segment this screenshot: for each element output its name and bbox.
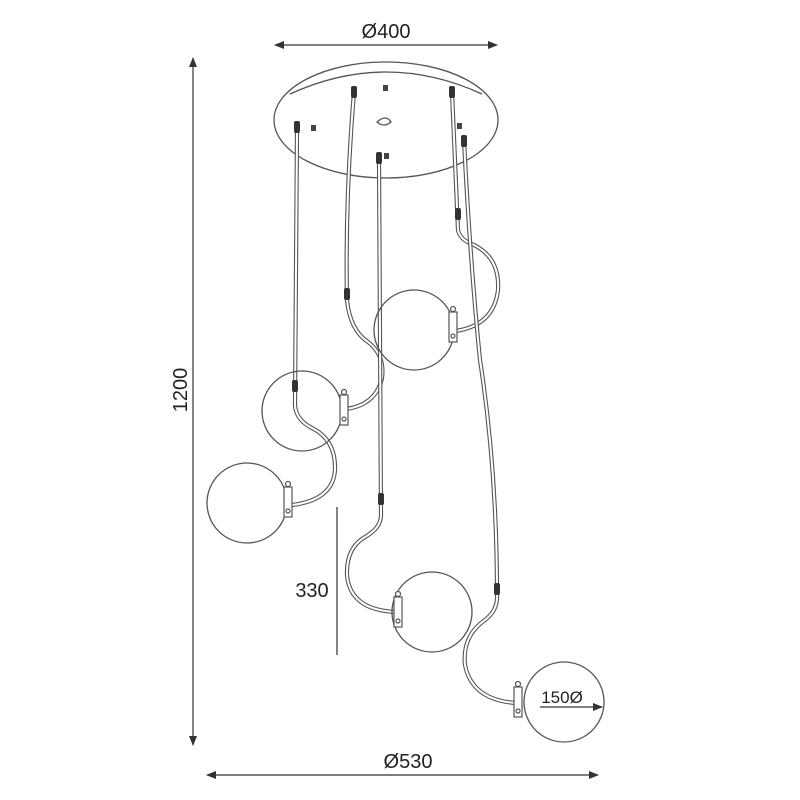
cables xyxy=(289,86,519,706)
canopy-diameter-label: Ø400 xyxy=(362,21,411,43)
dimension-height: 1200 xyxy=(170,57,197,746)
globe xyxy=(391,571,473,653)
globe-holders xyxy=(283,305,523,718)
ceiling-canopy xyxy=(273,61,499,179)
globe xyxy=(523,661,605,743)
cable-c xyxy=(344,157,399,615)
hook-height-label: 330 xyxy=(295,580,328,602)
dimension-hook-height: 330 xyxy=(295,507,338,655)
globe xyxy=(261,370,343,452)
cable-e xyxy=(461,137,519,706)
cable-a xyxy=(289,127,338,508)
dimension-globe: 150Ø xyxy=(540,688,603,711)
globe xyxy=(373,289,455,371)
globes xyxy=(206,289,605,743)
overall-diameter-label: Ø530 xyxy=(384,751,433,773)
cable-sleeves xyxy=(292,86,500,595)
cable-d xyxy=(449,89,501,334)
cable-b xyxy=(343,89,385,412)
dimension-overall: Ø530 xyxy=(206,751,599,779)
height-label: 1200 xyxy=(170,368,192,413)
dimension-canopy: Ø400 xyxy=(274,21,498,49)
globe xyxy=(206,462,288,544)
globe-diameter-label: 150Ø xyxy=(541,688,583,707)
